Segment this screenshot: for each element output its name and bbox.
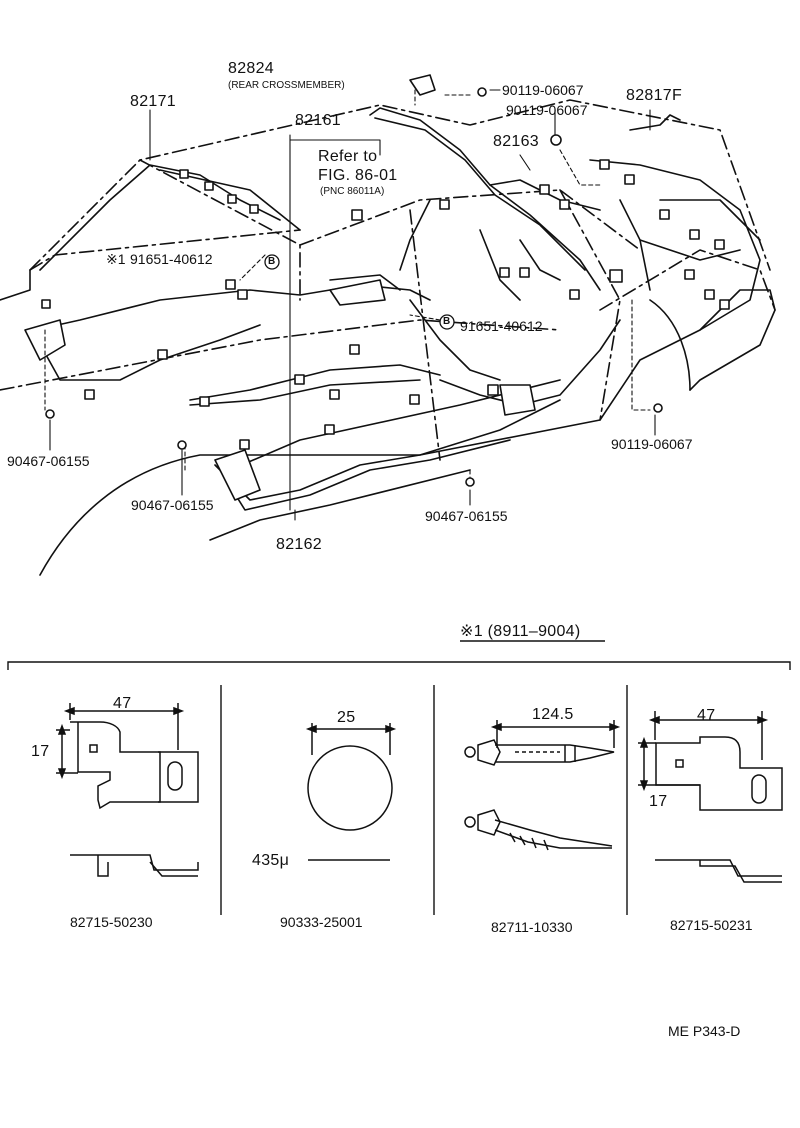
- label-90119-06067-c: 90119-06067: [611, 436, 693, 452]
- part-82715-50231: 82715-50231: [670, 917, 753, 933]
- dim-47-a: 47: [113, 695, 132, 712]
- bracket-50230-drawing: [56, 703, 199, 877]
- dim-435: 435μ: [252, 852, 290, 869]
- b-marker-2: [439, 314, 455, 330]
- dim-17-a: 17: [31, 743, 50, 760]
- clamp-drawing: [464, 720, 621, 851]
- label-82824: 82824: [228, 60, 274, 77]
- b-mark-1: B: [268, 256, 276, 267]
- note-reference: ※1 (8911–9004): [460, 623, 581, 640]
- b-mark-2: B: [443, 316, 451, 327]
- label-90467-06155-a: 90467-06155: [7, 453, 90, 469]
- label-82162: 82162: [276, 536, 322, 553]
- dim-17-b: 17: [649, 793, 668, 810]
- note-mark-1: ※1: [106, 251, 126, 267]
- label-82817f: 82817F: [626, 87, 683, 104]
- refer-line-1: Refer to: [318, 148, 378, 165]
- label-91651-40612-a: 91651-40612: [130, 251, 213, 267]
- label-91651-40612-b: 91651-40612: [460, 318, 543, 334]
- figure-code: ME P343-D: [668, 1023, 741, 1039]
- dim-124-5: 124.5: [532, 706, 574, 723]
- disc-drawing: [305, 723, 397, 861]
- b-marker-1: [264, 254, 280, 270]
- label-90119-06067-a: 90119-06067: [502, 82, 584, 98]
- dim-25: 25: [337, 709, 356, 726]
- label-90467-06155-c: 90467-06155: [425, 508, 508, 524]
- label-82163: 82163: [493, 133, 539, 150]
- refer-line-2: FIG. 86-01: [318, 167, 398, 184]
- dim-47-b: 47: [697, 707, 716, 724]
- refer-line-3: (PNC 86011A): [320, 186, 385, 197]
- detail-frame: [7, 661, 791, 670]
- label-90119-06067-b: 90119-06067: [506, 102, 588, 118]
- part-82715-50230: 82715-50230: [70, 914, 153, 930]
- part-82711-10330: 82711-10330: [491, 919, 573, 935]
- label-82161: 82161: [295, 112, 341, 129]
- bracket-50231-drawing: [638, 711, 783, 883]
- part-90333-25001: 90333-25001: [280, 914, 363, 930]
- label-82824-note: (REAR CROSSMEMBER): [228, 80, 345, 91]
- label-90467-06155-b: 90467-06155: [131, 497, 214, 513]
- label-82171: 82171: [130, 93, 176, 110]
